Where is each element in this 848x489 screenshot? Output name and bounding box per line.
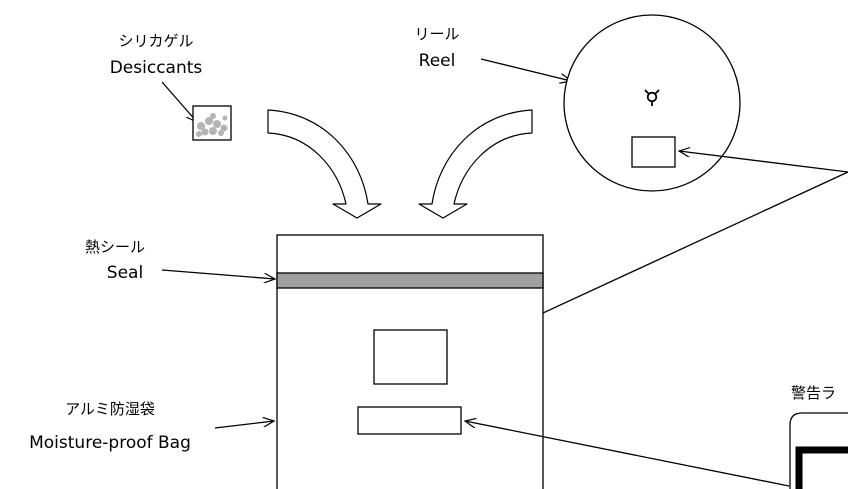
seal-label-en: Seal: [107, 263, 143, 283]
desiccant-label-jp: シリカゲル: [118, 32, 193, 50]
reel-label-en: Reel: [419, 51, 456, 71]
bag-pointer-arrow: [214, 421, 274, 429]
desiccant-packet: [192, 105, 232, 141]
reel-hub-icon: [644, 89, 660, 106]
reel: [563, 14, 741, 192]
desiccant-pointer-arrow: [161, 81, 197, 122]
warning-label-card: [789, 412, 848, 489]
bag-label-jp: アルミ防湿袋: [65, 400, 155, 418]
reel-pointer-arrow: [480, 58, 571, 81]
warning-label-pointer-arrow: [465, 421, 790, 487]
curved-arrow-left: [267, 109, 382, 219]
desiccant-label-en: Desiccants: [110, 58, 203, 78]
heat-seal-band: [276, 272, 544, 289]
bag-label-en: Moisture-proof Bag: [29, 433, 191, 453]
bag-label-box: [373, 329, 448, 385]
warning-label-jp: 警告ラ: [791, 384, 836, 402]
reel-label-pointer-arrow: [679, 151, 848, 173]
curved-arrow-right: [418, 109, 533, 219]
reel-label-jp: リール: [414, 25, 459, 43]
seal-label-jp: 熱シール: [85, 238, 145, 256]
warning-label-slot: [357, 406, 462, 435]
moisture-proof-bag: [276, 234, 544, 489]
seal-pointer-arrow: [161, 269, 275, 279]
reel-label-box: [631, 136, 676, 168]
